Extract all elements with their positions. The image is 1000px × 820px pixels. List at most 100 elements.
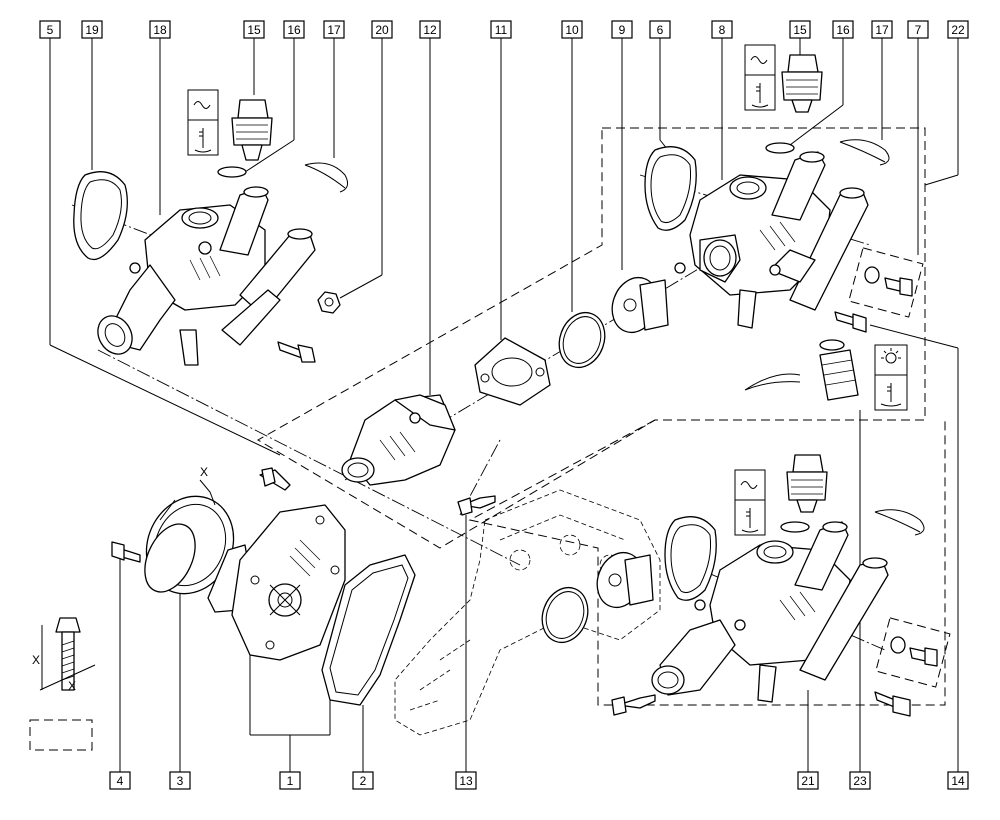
svg-text:9: 9 xyxy=(619,23,626,37)
symbol-box-left xyxy=(187,89,219,156)
thermostat-9 xyxy=(611,276,669,334)
assembly-axis-6 xyxy=(459,439,501,516)
callout-8: 8 xyxy=(711,20,733,180)
callout-13: 13 xyxy=(455,515,477,790)
o-ring-16-right xyxy=(765,142,795,154)
svg-text:X: X xyxy=(200,465,208,479)
seal-ring-6 xyxy=(644,146,697,231)
symbol-box-right xyxy=(744,44,776,111)
svg-text:5: 5 xyxy=(47,23,54,37)
svg-text:22: 22 xyxy=(951,23,965,37)
callout-11: 11 xyxy=(490,20,512,340)
bolt-4 xyxy=(111,541,141,563)
svg-text:17: 17 xyxy=(327,23,341,37)
bolt-14 xyxy=(834,311,867,333)
callout-2: 2 xyxy=(352,705,374,790)
bolt-13 xyxy=(457,495,496,516)
clip-17-left xyxy=(304,162,349,193)
svg-text:8: 8 xyxy=(719,23,726,37)
thermostat-lower xyxy=(596,551,654,609)
svg-text:18: 18 xyxy=(153,23,167,37)
assembly-axis-2 xyxy=(97,349,521,566)
callout-7: 7 xyxy=(907,20,929,255)
clip-17-right xyxy=(839,139,890,166)
bolt-lower-left xyxy=(611,694,656,716)
callout-20: 20 xyxy=(339,20,393,299)
callout-22: 22 xyxy=(947,20,969,175)
leader-22 xyxy=(924,174,959,186)
svg-text:1: 1 xyxy=(287,774,294,788)
svg-text:17: 17 xyxy=(875,23,889,37)
dimension-x-top: X xyxy=(199,465,216,506)
temp-sensor-lower xyxy=(780,454,828,533)
o-ring-16-left xyxy=(217,166,247,178)
svg-text:3: 3 xyxy=(177,774,184,788)
callout-18: 18 xyxy=(149,20,171,215)
clip-lower xyxy=(874,509,925,536)
svg-text:16: 16 xyxy=(287,23,301,37)
svg-text:4: 4 xyxy=(117,774,124,788)
thermostat-cover-12 xyxy=(341,394,456,486)
bolt-washer-7 xyxy=(848,247,924,318)
callout-1: 1 xyxy=(249,655,331,790)
svg-text:19: 19 xyxy=(85,23,99,37)
callout-4: 4 xyxy=(109,555,131,790)
svg-text:16: 16 xyxy=(836,23,850,37)
thermostat-housing-21 xyxy=(651,521,889,703)
assembly-outline-upper xyxy=(257,127,926,549)
svg-text:2: 2 xyxy=(360,774,367,788)
seal-ring-lower xyxy=(664,516,717,601)
svg-text:10: 10 xyxy=(565,23,579,37)
legend-dashed-box xyxy=(29,719,93,751)
callout-14: 14 xyxy=(869,324,969,790)
thermostat-housing-8 xyxy=(674,151,869,329)
callout-16-top-right: 16 xyxy=(789,20,854,146)
svg-text:X: X xyxy=(32,653,40,667)
callout-17-top-right: 17 xyxy=(871,20,893,140)
water-pump-body xyxy=(231,504,346,661)
callout-17-top-left: 17 xyxy=(323,20,345,158)
bolt-left-assembly xyxy=(277,341,316,363)
callout-6: 6 xyxy=(649,20,681,166)
svg-text:12: 12 xyxy=(423,23,437,37)
svg-text:15: 15 xyxy=(793,23,807,37)
callout-5: 5 xyxy=(39,20,281,456)
bolt-washer-lower xyxy=(875,617,951,688)
assembly-outline-lower xyxy=(468,419,946,706)
pulley-3 xyxy=(144,495,235,595)
svg-text:13: 13 xyxy=(459,774,473,788)
nut-20 xyxy=(317,291,341,314)
sensor-23 xyxy=(744,339,859,401)
svg-text:7: 7 xyxy=(915,23,922,37)
gasket-11 xyxy=(474,337,551,406)
callout-3: 3 xyxy=(169,590,191,790)
svg-text:11: 11 xyxy=(495,23,508,37)
symbol-box-23 xyxy=(874,344,908,411)
temp-sensor-15-right xyxy=(781,54,823,113)
callout-15-top-left: 15 xyxy=(243,20,265,95)
bolt-measurement-legend: X X xyxy=(32,617,96,693)
callout-16-top-left: 16 xyxy=(244,20,305,173)
svg-text:20: 20 xyxy=(375,23,389,37)
seal-ring-19 xyxy=(73,171,128,261)
symbol-box-lower xyxy=(734,469,766,536)
temp-sensor-15-left xyxy=(231,99,273,161)
svg-text:23: 23 xyxy=(853,774,867,788)
o-ring-10 xyxy=(558,311,606,369)
thermostat-housing-18 xyxy=(97,186,316,366)
o-ring-lower xyxy=(541,586,589,644)
svg-text:15: 15 xyxy=(247,23,261,37)
bolt-lower-right xyxy=(874,691,911,717)
callout-9: 9 xyxy=(611,20,633,270)
callout-19: 19 xyxy=(81,20,103,170)
svg-text:14: 14 xyxy=(951,774,965,788)
pump-gasket-2 xyxy=(321,554,416,706)
callout-12: 12 xyxy=(419,20,441,395)
svg-text:X: X xyxy=(68,679,76,693)
bolt-pump-top xyxy=(259,467,291,491)
callout-10: 10 xyxy=(561,20,583,312)
callout-21: 21 xyxy=(797,690,819,790)
svg-text:21: 21 xyxy=(801,774,815,788)
svg-text:6: 6 xyxy=(657,23,664,37)
